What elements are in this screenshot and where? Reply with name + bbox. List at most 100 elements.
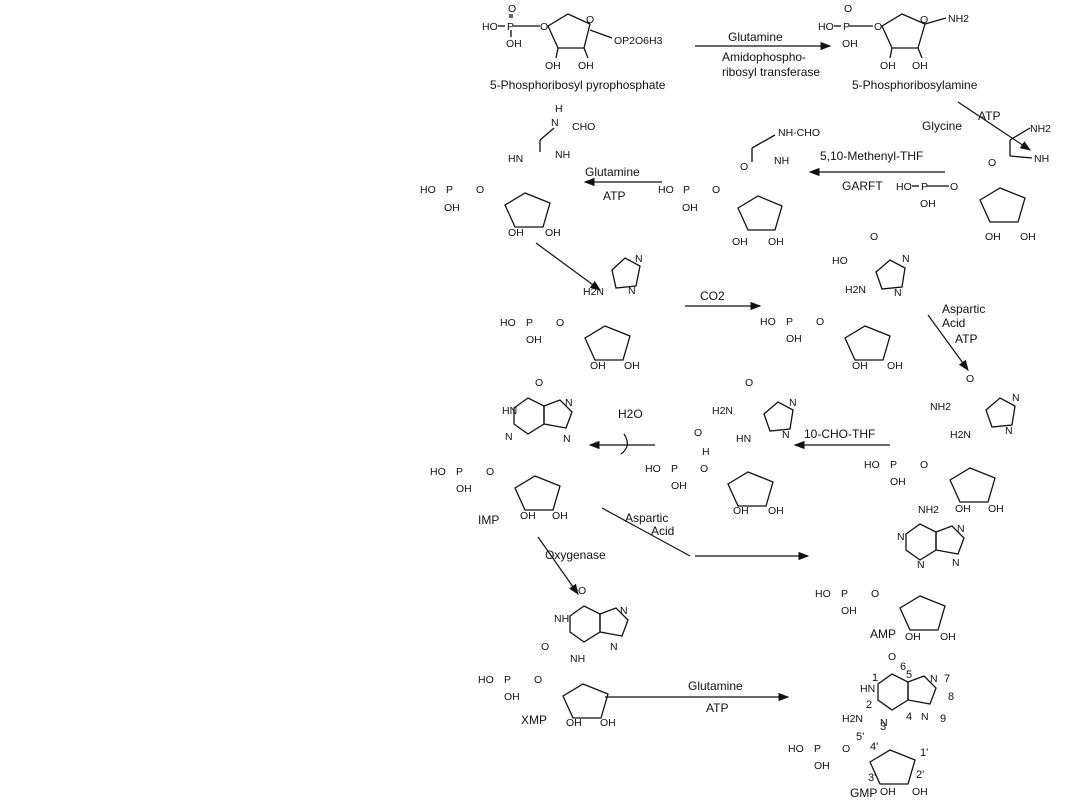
atom-n: N (897, 531, 905, 543)
arrow-fgam-to-air (535, 242, 601, 291)
r9-water-label: H2O (618, 407, 643, 421)
gmp-num-4p: 4' (870, 741, 878, 753)
atom-n: N (565, 397, 573, 409)
atom-o: O (888, 651, 896, 663)
atom-o: O (870, 231, 878, 243)
atom-p: P (526, 317, 533, 329)
structure-aicar: O NH2 N N H2N HO P OH O OH OH (864, 373, 1020, 515)
atom-o: O (966, 373, 974, 385)
atom-h: H (702, 446, 710, 458)
atom-o: O (920, 459, 928, 471)
atom-oh: OH (880, 786, 896, 798)
structure-fgar: NH-CHO O NH HO P OH O OH OH (658, 127, 820, 248)
r6-co2-label: CO2 (700, 289, 725, 303)
atom-oh: OH (508, 227, 524, 239)
structure-gar: NH2 O NH HO P OH O OH OH (896, 123, 1051, 243)
atom-oh: OH (733, 505, 749, 517)
gmp-num-5p: 5' (856, 731, 864, 743)
atom-oh: OH (624, 360, 640, 372)
gmp-num-1p: 1' (920, 747, 928, 759)
atom-oh: OH (786, 333, 802, 345)
atom-h2n: H2N (583, 286, 604, 298)
atom-o: O (874, 21, 882, 33)
atom-p: P (921, 181, 928, 193)
atom-oh: OH (520, 510, 536, 522)
atom-nh: NH (570, 653, 585, 665)
atom-oh: OH (671, 480, 687, 492)
atom-p: P (841, 588, 848, 600)
r2-glycine-label: Glycine (922, 119, 962, 133)
atom-o: O (920, 14, 928, 26)
atom-p: P (446, 184, 453, 196)
atom-ho: HO (760, 316, 776, 328)
compound-imp-name: IMP (478, 513, 499, 527)
structure-prpp: HO P O OH O O OP2O6H3 OH OH (482, 3, 663, 72)
atom-o: O (700, 463, 708, 475)
atom-o: O (578, 585, 586, 597)
atom-oh: OH (566, 717, 582, 729)
atom-nh: NH (554, 613, 569, 625)
gmp-num-6: 6 (900, 661, 906, 673)
structure-gmp: O HN N H2N N N 1 2 3 4 5 6 7 8 9 HO P OH… (788, 651, 954, 798)
arrow-imp-to-aspartic (601, 507, 691, 557)
gmp-num-4: 4 (906, 711, 912, 723)
atom-hn: HN (508, 153, 523, 165)
atom-n: N (610, 641, 618, 653)
atom-hn: HN (736, 433, 751, 445)
structure-fgam: H N CHO HN NH HO P OH O OH OH (420, 103, 595, 239)
atom-n: N (505, 431, 513, 443)
atom-ho: HO (420, 184, 436, 196)
atom-ho: HO (818, 21, 834, 33)
r10-line2-label: Acid (651, 524, 674, 538)
r4-reagent-label: Glutamine (585, 165, 640, 179)
gmp-num-7: 7 (944, 673, 950, 685)
r1-enzyme-label-line1: Amidophospho- (722, 50, 806, 64)
atom-nh-cho: NH-CHO (778, 127, 820, 139)
structure-pra: HO P O OH O O NH2 OH OH (818, 3, 969, 72)
atom-o: O (540, 21, 548, 33)
r1-reagent-label: Glutamine (728, 30, 783, 44)
atom-p: P (843, 21, 850, 33)
atom-n: N (551, 117, 559, 129)
atom-n: N (952, 557, 960, 569)
r11-enzyme-label: Oxygenase (545, 548, 606, 562)
atom-oh: OH (890, 476, 906, 488)
compound-prpp-name: 5-Phosphoribosyl pyrophosphate (490, 78, 666, 92)
atom-hn: HN (502, 405, 517, 417)
gmp-num-3p: 3' (868, 772, 876, 784)
atom-oh: OH (768, 236, 784, 248)
atom-oh: OH (545, 60, 561, 72)
r12-atp-label: ATP (706, 701, 728, 715)
atom-p: P (683, 184, 690, 196)
reaction-arrows (535, 41, 1031, 702)
atom-oh: OH (880, 60, 896, 72)
atom-nh2: NH2 (948, 13, 969, 25)
atom-n: N (563, 433, 571, 445)
atom-p: P (671, 463, 678, 475)
r3-reagent-label: 5,10-Methenyl-THF (820, 149, 923, 163)
r8-reagent-label: 10-CHO-THF (804, 427, 875, 441)
gmp-num-2: 2 (866, 699, 872, 711)
r10-line1-label: Aspartic (625, 511, 668, 525)
atom-p: P (814, 743, 821, 755)
r12-reagent-label: Glutamine (688, 679, 743, 693)
atom-oh: OH (887, 360, 903, 372)
atom-oh: OH (600, 717, 616, 729)
structure-imp: O HN N N N HO P OH O OH OH (430, 377, 573, 522)
r7-line2-label: Acid (942, 316, 965, 330)
atom-ho: HO (645, 463, 661, 475)
atom-o: O (541, 641, 549, 653)
arrow-water-curve (620, 433, 628, 455)
atom-o: O (508, 3, 516, 15)
atom-oh: OH (912, 60, 928, 72)
atom-n: N (894, 287, 902, 299)
atom-nh2: NH2 (930, 401, 951, 413)
atom-oh: OH (768, 505, 784, 517)
atom-o: O (556, 317, 564, 329)
atom-oh: OH (506, 38, 522, 50)
atom-h2n: H2N (845, 284, 866, 296)
atom-oh: OH (456, 483, 472, 495)
gmp-num-8: 8 (948, 691, 954, 703)
atom-oh: OH (988, 503, 1004, 515)
